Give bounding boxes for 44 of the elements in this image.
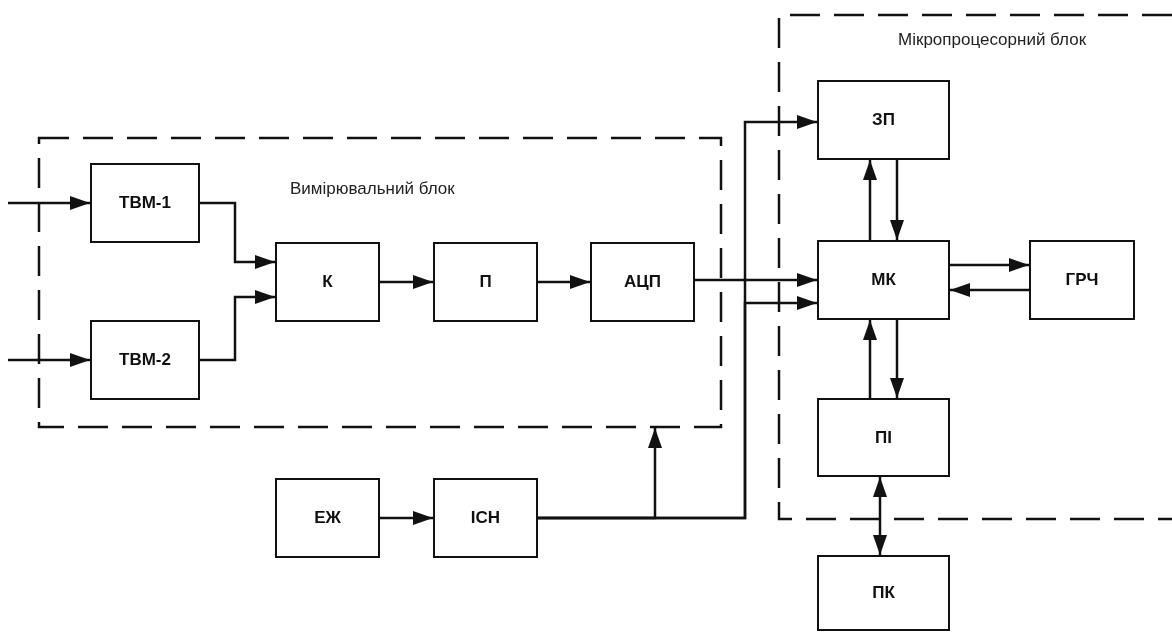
block-box bbox=[1029, 240, 1135, 320]
dashed-block-frame bbox=[38, 137, 722, 428]
group-label: Вимірювальний блок bbox=[290, 179, 455, 199]
dashed-block-frame bbox=[778, 14, 1172, 520]
block-box bbox=[433, 478, 538, 558]
block-label: ЕЖ bbox=[314, 508, 341, 528]
arrow bbox=[950, 258, 1029, 272]
block-box bbox=[817, 80, 950, 160]
block-label: ТВМ-1 bbox=[119, 193, 171, 213]
block-box bbox=[590, 242, 695, 322]
block-box bbox=[433, 242, 538, 322]
block-box bbox=[90, 320, 200, 400]
block-label: ПІ bbox=[875, 427, 892, 448]
arrow bbox=[8, 196, 90, 210]
block-box bbox=[817, 240, 950, 320]
block-label: К bbox=[322, 272, 333, 292]
arrow bbox=[380, 511, 433, 525]
block-box bbox=[817, 398, 950, 477]
arrow bbox=[695, 273, 817, 287]
arrow bbox=[890, 160, 904, 240]
arrow bbox=[200, 201, 275, 269]
arrow bbox=[8, 353, 90, 367]
block-box bbox=[275, 478, 380, 558]
group-label: Мікропроцесорний блок bbox=[898, 30, 1087, 50]
arrow bbox=[863, 320, 877, 398]
arrow bbox=[890, 320, 904, 398]
block-label: ПК bbox=[872, 583, 895, 603]
block-box bbox=[90, 163, 200, 243]
arrow bbox=[538, 275, 590, 289]
block-label: ГРЧ bbox=[1065, 270, 1099, 290]
block-label: П bbox=[479, 272, 492, 292]
block-label: ЗП bbox=[872, 110, 895, 130]
arrow bbox=[200, 290, 275, 362]
arrow bbox=[538, 428, 662, 520]
arrow bbox=[873, 477, 887, 555]
block-box bbox=[275, 242, 380, 322]
block-label: ІСН bbox=[470, 508, 501, 528]
arrow bbox=[863, 160, 877, 240]
arrow bbox=[950, 283, 1029, 297]
block-label: АЦП bbox=[624, 272, 661, 292]
block-label: ТВМ-2 bbox=[119, 350, 171, 370]
block-label: МК bbox=[871, 270, 896, 290]
arrow bbox=[380, 275, 433, 289]
block-box bbox=[817, 555, 950, 631]
